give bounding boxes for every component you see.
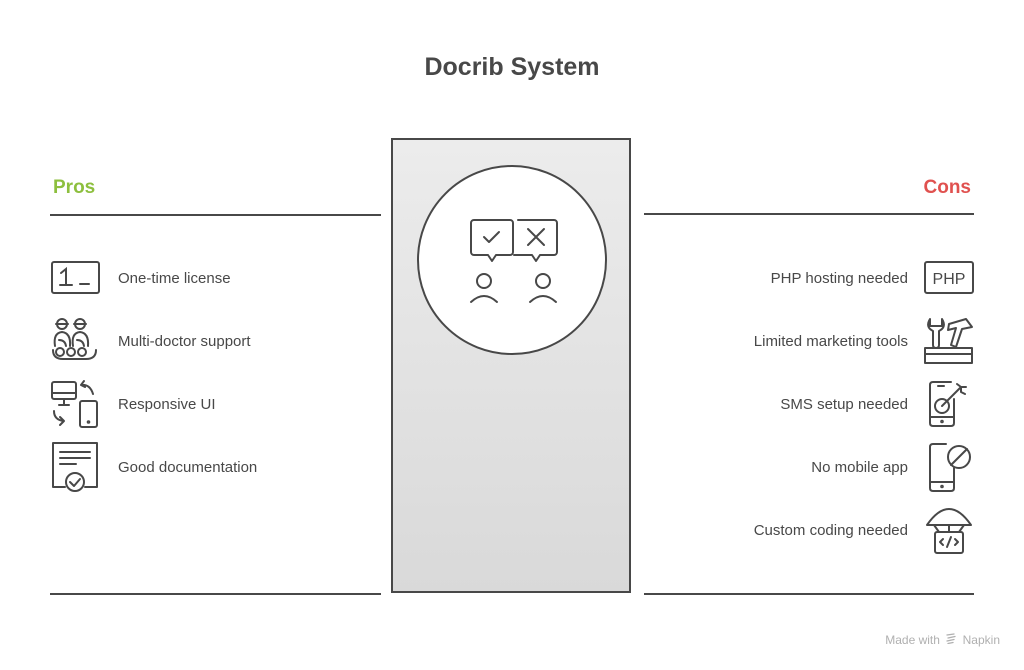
code-parachute-icon [926, 508, 972, 554]
cons-item-label: SMS setup needed [780, 395, 908, 413]
pros-bottom-divider [50, 593, 381, 595]
footer-brand: Napkin [962, 633, 1000, 647]
page-title: Docrib System [424, 53, 600, 81]
doctors-team-icon [52, 318, 97, 360]
pros-heading: Pros [53, 177, 96, 198]
pros-item-label: One-time license [118, 269, 231, 287]
made-with-napkin-credit: Made with Napkin [885, 633, 1000, 647]
cons-heading: Cons [923, 177, 972, 198]
pros-item-label: Responsive UI [118, 395, 216, 413]
footer-prefix: Made with [885, 633, 940, 647]
cons-item-no-mobile-app: No mobile app [811, 442, 974, 492]
cons-item-php-hosting-needed: PHP PHP hosting needed [771, 253, 974, 303]
cons-item-label: No mobile app [811, 458, 908, 476]
cons-item-sms-setup-needed: SMS setup needed [780, 379, 974, 429]
responsive-devices-icon [51, 380, 98, 428]
cons-item-custom-coding-needed: Custom coding needed [754, 505, 974, 555]
toolbox-icon [924, 318, 973, 364]
phone-blocked-icon [929, 443, 971, 492]
cons-item-label: Custom coding needed [753, 521, 908, 539]
svg-text:PHP: PHP [933, 271, 966, 288]
cons-top-divider [644, 213, 974, 215]
certified-document-icon [52, 442, 98, 492]
cons-item-limited-marketing-tools: Limited marketing tools [754, 316, 974, 366]
pros-top-divider [50, 214, 381, 216]
license-one-icon [51, 261, 100, 294]
pros-item-one-time-license: One-time license [50, 253, 231, 303]
napkin-logo-icon [946, 633, 956, 647]
cons-bottom-divider [644, 593, 974, 595]
center-circle [417, 165, 607, 355]
pros-item-responsive-ui: Responsive UI [50, 379, 216, 429]
phone-target-icon [929, 381, 967, 427]
pros-item-label: Multi-doctor support [118, 332, 251, 350]
cons-item-label: PHP hosting needed [770, 269, 908, 287]
approve-reject-people-icon [470, 219, 558, 303]
pros-item-multi-doctor-support: Multi-doctor support [50, 316, 251, 366]
php-icon: PHP [924, 261, 974, 294]
pros-item-label: Good documentation [118, 458, 258, 476]
pros-item-good-documentation: Good documentation [50, 442, 257, 492]
cons-item-label: Limited marketing tools [753, 332, 908, 350]
